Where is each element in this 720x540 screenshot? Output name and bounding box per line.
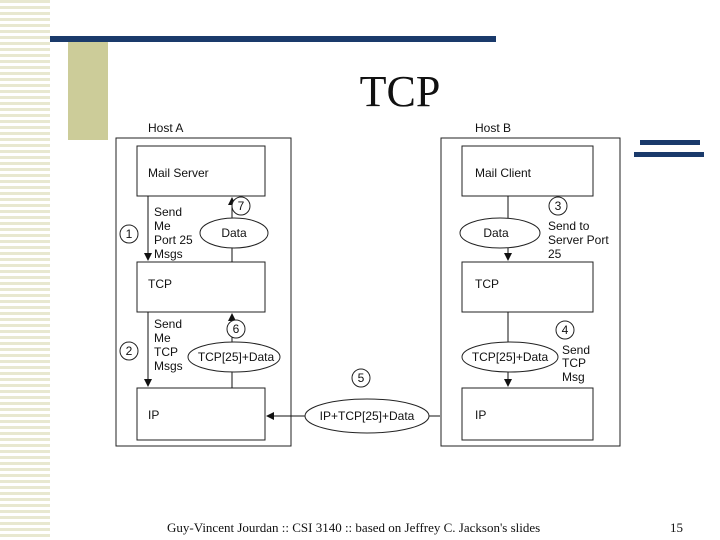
data-label-a: Data	[221, 226, 247, 240]
host-b-tcp-layer	[461, 261, 594, 313]
step-number-4-circle	[555, 320, 575, 340]
host-a-mail-label: Mail Server	[148, 166, 209, 180]
step4-line3: Msg	[562, 370, 585, 384]
step2-line3: TCP	[154, 345, 178, 359]
step-number-4: 4	[562, 323, 569, 337]
host-a-ip-layer	[136, 387, 266, 441]
step-number-7: 7	[238, 199, 245, 213]
step4-line2: TCP	[562, 356, 586, 370]
tcp-data-ellipse-a	[187, 341, 281, 373]
data-label-b: Data	[483, 226, 509, 240]
step2-line2: Me	[154, 331, 171, 345]
host-a-mail-layer	[136, 145, 266, 197]
step-number-6-circle	[226, 319, 246, 339]
step3-line1: Send to	[548, 219, 590, 233]
data-ellipse-a	[199, 217, 269, 249]
host-b-tcp-label: TCP	[475, 277, 499, 291]
step1-line4: Msgs	[154, 247, 183, 261]
decorative-rule	[634, 152, 704, 157]
slide-title: TCP	[359, 67, 441, 116]
step-number-5: 5	[358, 371, 365, 385]
step-number-1: 1	[126, 227, 133, 241]
host-b-label: Host B	[475, 121, 511, 135]
step-number-2: 2	[126, 344, 133, 358]
ip-tcp-data-label: IP+TCP[25]+Data	[320, 409, 415, 423]
step-number-1-circle	[119, 224, 139, 244]
step3-line3: 25	[548, 247, 562, 261]
decorative-block	[68, 40, 108, 140]
data-ellipse-b	[459, 217, 541, 249]
tcp-data-ellipse-b	[461, 341, 559, 373]
tcp-data-label-a: TCP[25]+Data	[198, 350, 275, 364]
host-b-ip-layer	[461, 387, 594, 441]
decorative-stripes	[0, 0, 50, 540]
page-number: 15	[670, 520, 683, 535]
step-number-3-circle	[548, 196, 568, 216]
host-a-box	[115, 137, 292, 447]
decorative-rule	[640, 140, 700, 145]
tcp-data-label-b: TCP[25]+Data	[472, 350, 549, 364]
host-a-label: Host A	[148, 121, 183, 135]
step-number-6: 6	[233, 322, 240, 336]
step1-line2: Me	[154, 219, 171, 233]
step2-line1: Send	[154, 317, 182, 331]
step-number-2-circle	[119, 341, 139, 361]
step-number-7-circle	[231, 196, 251, 216]
step4-line1: Send	[562, 343, 590, 357]
host-b-ip-label: IP	[475, 408, 486, 422]
host-b-mail-layer	[461, 145, 594, 197]
title-rule	[50, 36, 496, 42]
host-b-box	[440, 137, 621, 447]
slide-footer: Guy-Vincent Jourdan :: CSI 3140 :: based…	[167, 520, 541, 535]
step1-line3: Port 25	[154, 233, 193, 247]
step-number-5-circle	[351, 368, 371, 388]
step2-line4: Msgs	[154, 359, 183, 373]
step1-line1: Send	[154, 205, 182, 219]
host-a-tcp-layer	[136, 261, 266, 313]
step3-line2: Server Port	[548, 233, 609, 247]
host-a-tcp-label: TCP	[148, 277, 172, 291]
host-a-ip-label: IP	[148, 408, 159, 422]
ip-tcp-data-ellipse	[304, 398, 430, 434]
host-b-mail-label: Mail Client	[475, 166, 532, 180]
step-number-3: 3	[555, 199, 562, 213]
